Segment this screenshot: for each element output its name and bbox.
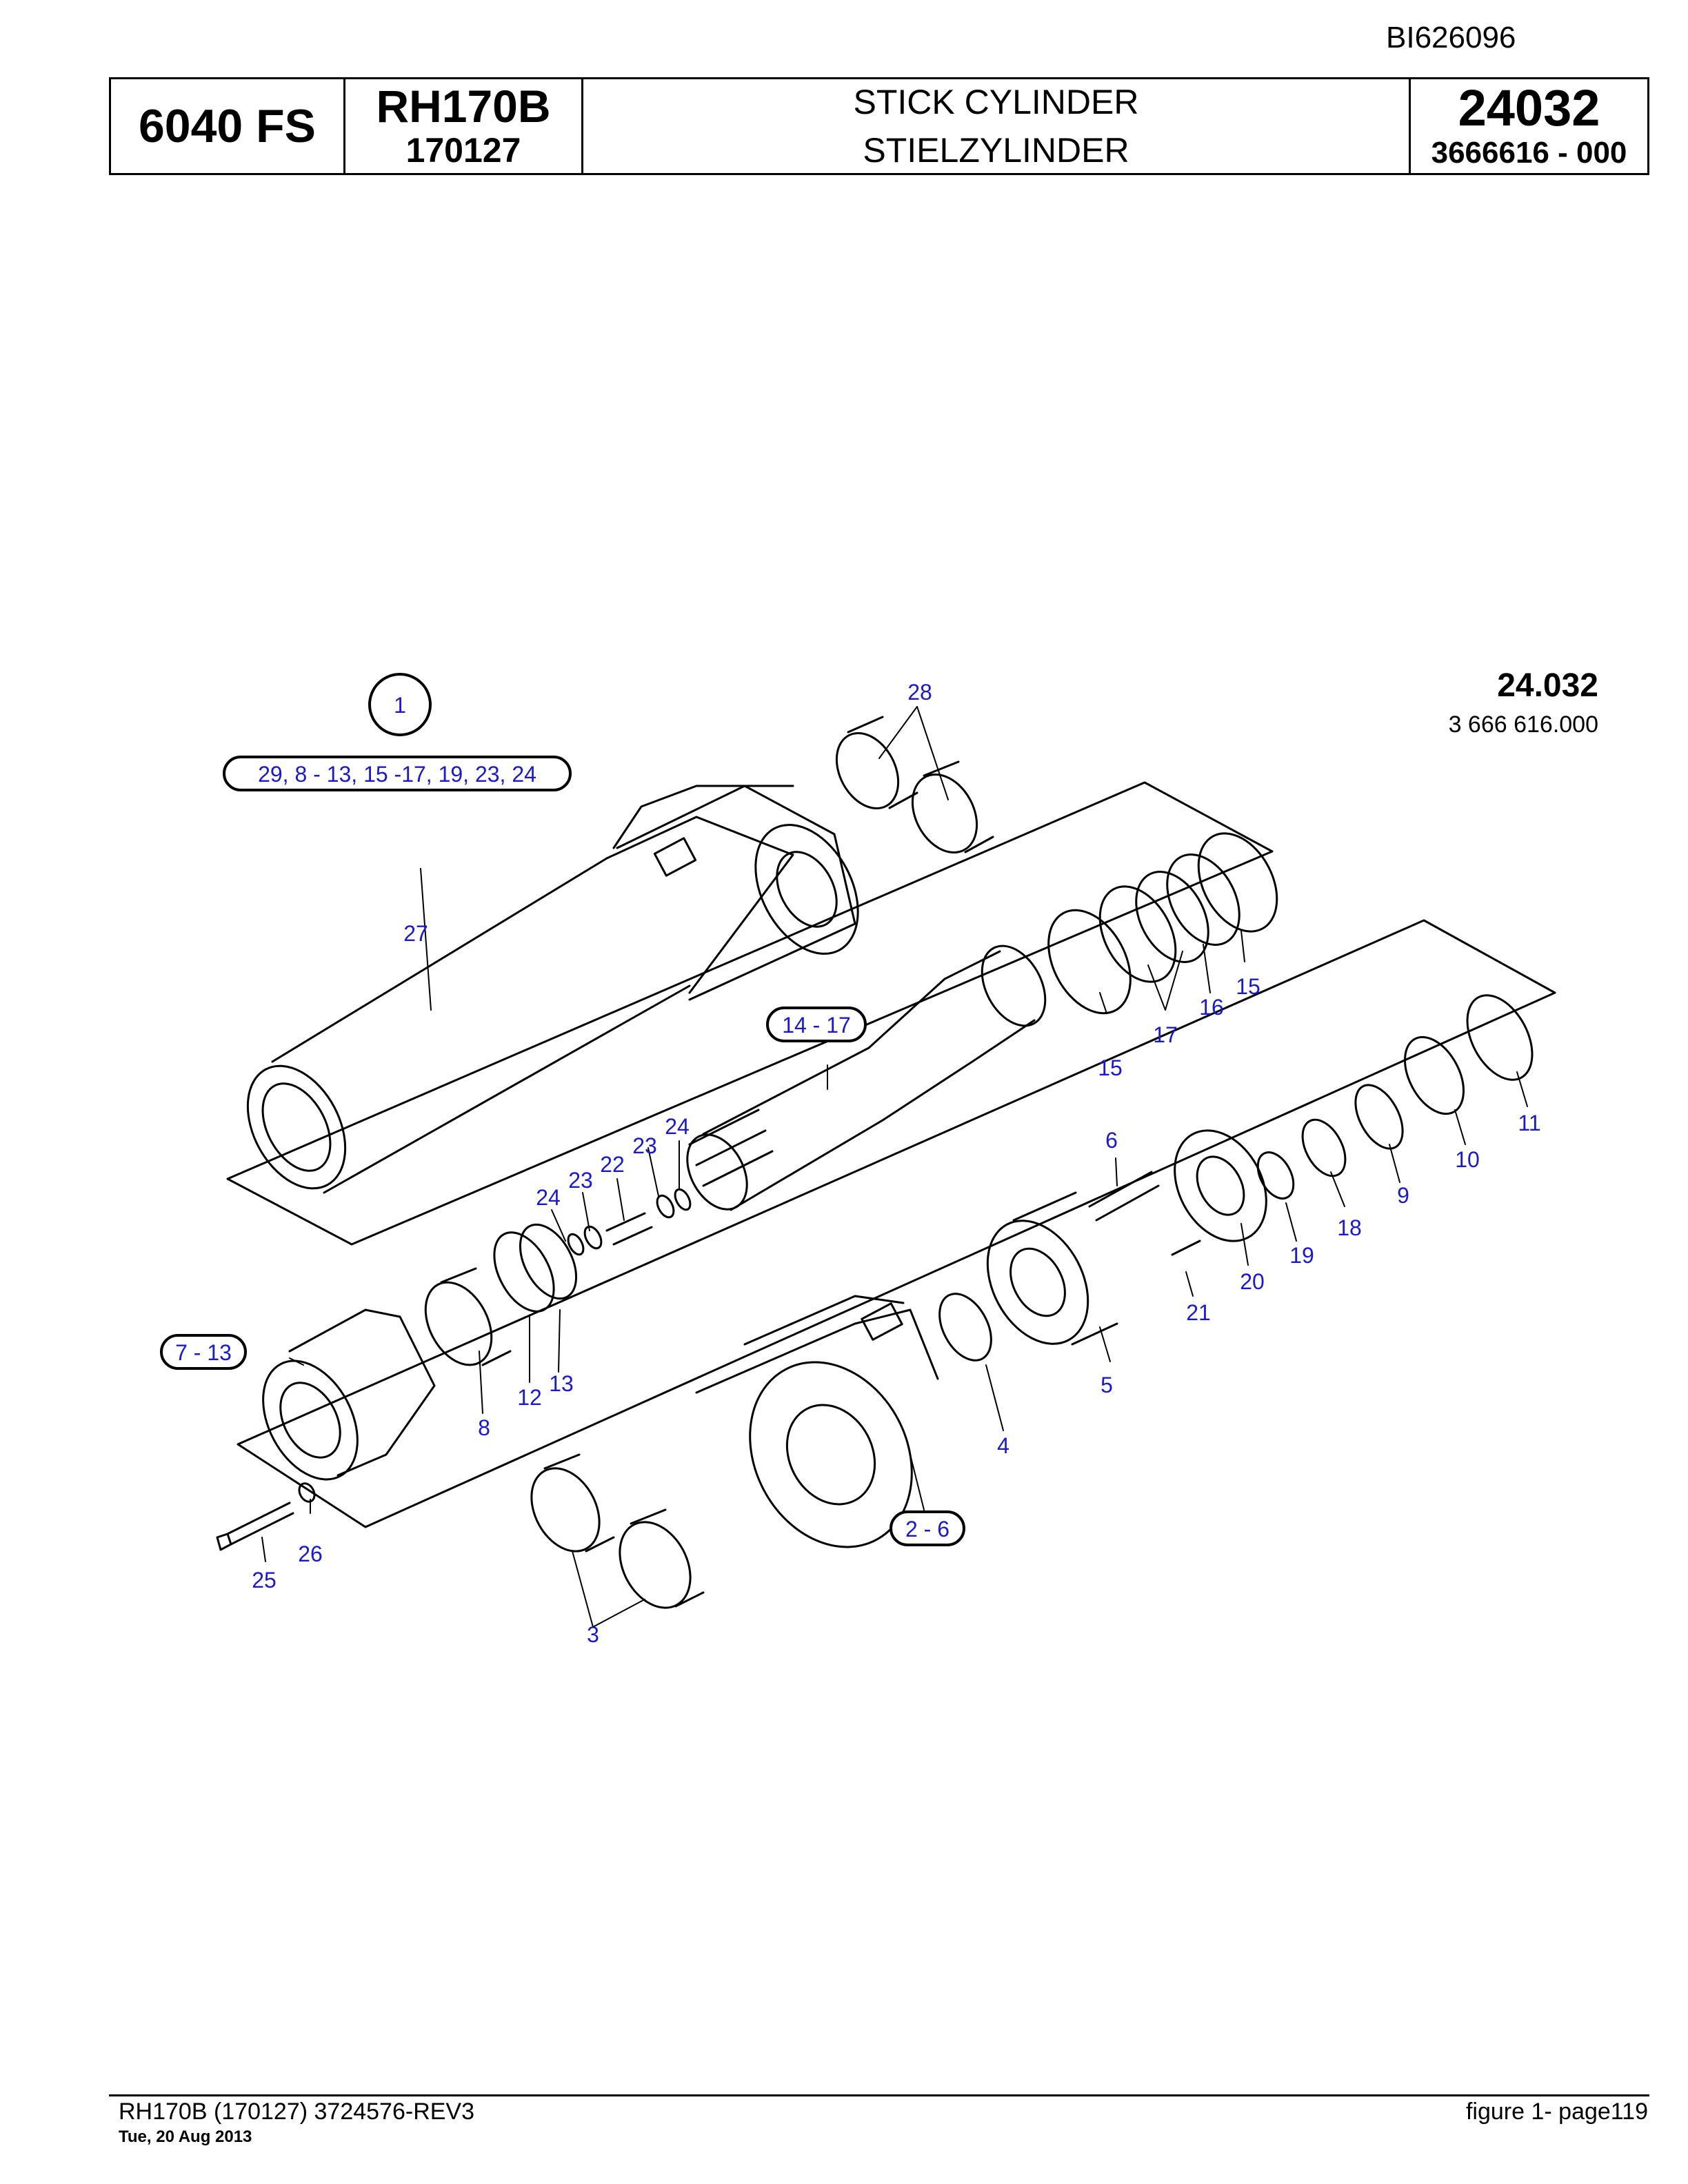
model-name: RH170B (376, 81, 551, 132)
cylinder-tube-part (246, 785, 859, 1194)
cylinder-head-part (986, 1191, 1118, 1346)
callout-27: 27 (403, 921, 428, 946)
callout-20: 20 (1240, 1269, 1265, 1294)
footer-divider (109, 2094, 1649, 2096)
callout-18: 18 (1337, 1215, 1362, 1240)
flange-part (1088, 1129, 1267, 1256)
title-english: STICK CYLINDER (853, 83, 1139, 121)
callout-19: 19 (1289, 1243, 1314, 1268)
callout-frame-kit-4 (890, 1510, 965, 1546)
callout-kit-1: 29, 8 - 13, 15 -17, 19, 23, 24 (258, 762, 536, 787)
callout-circle-1 (368, 673, 432, 736)
rod-eye-part (695, 1295, 939, 1548)
cylinder-bottom-part (262, 1308, 436, 1481)
model-cell: RH170B 170127 (345, 79, 583, 173)
guide-ring-part (424, 1223, 578, 1366)
serial-number: 170127 (405, 131, 521, 170)
platform-lower-outline (237, 919, 1556, 1528)
platform-upper-outline (226, 781, 1274, 1246)
callout-17: 17 (1153, 1022, 1178, 1047)
callout-15-upper: 15 (1236, 974, 1260, 999)
bushing-3-part (530, 1453, 705, 1609)
callout-21: 21 (1186, 1300, 1211, 1325)
document-id: BI626096 (1386, 21, 1516, 54)
callout-8: 8 (478, 1415, 490, 1440)
piston-seal-rings (1047, 832, 1278, 1015)
callout-25: 25 (252, 1568, 277, 1593)
callout-24-right: 24 (665, 1114, 690, 1139)
title-block: 6040 FS RH170B 170127 STICK CYLINDER STI… (109, 77, 1649, 175)
callout-28: 28 (907, 680, 932, 705)
callout-4: 4 (997, 1433, 1009, 1458)
callout-23-left: 23 (568, 1168, 593, 1193)
callout-kit-4: 2 - 6 (905, 1517, 950, 1541)
callout-22: 22 (600, 1152, 625, 1177)
model-code: 6040 FS (138, 100, 316, 152)
callout-leader-lines (261, 706, 1528, 1628)
callout-1: 1 (394, 693, 406, 718)
callout-15-lower: 15 (1098, 1055, 1123, 1080)
callout-9: 9 (1397, 1183, 1409, 1208)
callout-12: 12 (517, 1385, 542, 1410)
callout-6: 6 (1105, 1128, 1118, 1153)
callout-10: 10 (1455, 1147, 1480, 1172)
o-ring-4-part (938, 1293, 992, 1362)
figure-part-number: 3 666 616.000 (1449, 711, 1598, 738)
title-german: STIELZYLINDER (863, 131, 1129, 170)
callout-24-left: 24 (536, 1185, 561, 1210)
callout-frame-kit-2 (766, 1007, 867, 1042)
callout-16: 16 (1199, 995, 1224, 1020)
callout-frame-kit-3 (160, 1334, 247, 1370)
callout-23-right: 23 (632, 1133, 657, 1158)
title-cell: STICK CYLINDER STIELZYLINDER (583, 79, 1411, 173)
callout-13: 13 (549, 1371, 574, 1396)
bushing-28-part (835, 716, 994, 854)
piston-rod-part (686, 944, 1047, 1211)
callout-kit-2: 14 - 17 (782, 1013, 851, 1038)
footer-page-ref: figure 1- page119 (1465, 2099, 1648, 2125)
footer-date: Tue, 20 Aug 2013 (119, 2127, 252, 2146)
rod-small-rings (567, 1188, 692, 1256)
part-number: 3666616 - 000 (1431, 136, 1627, 170)
gland-seal-rings (1256, 994, 1534, 1200)
model-code-cell: 6040 FS (111, 79, 345, 173)
footer-document-ref: RH170B (170127) 3724576-REV3 (119, 2099, 475, 2125)
callout-5: 5 (1101, 1373, 1113, 1397)
callout-11: 11 (1518, 1111, 1540, 1135)
group-cell: 24032 3666616 - 000 (1411, 79, 1647, 173)
callout-frame-kit-1 (223, 756, 572, 791)
bolt-25-part (216, 1482, 316, 1551)
callout-26: 26 (298, 1541, 323, 1566)
group-number: 24032 (1458, 79, 1600, 136)
callout-kit-3: 7 - 13 (175, 1340, 232, 1365)
figure-group-number: 24.032 (1497, 667, 1598, 704)
callout-3: 3 (587, 1622, 599, 1647)
